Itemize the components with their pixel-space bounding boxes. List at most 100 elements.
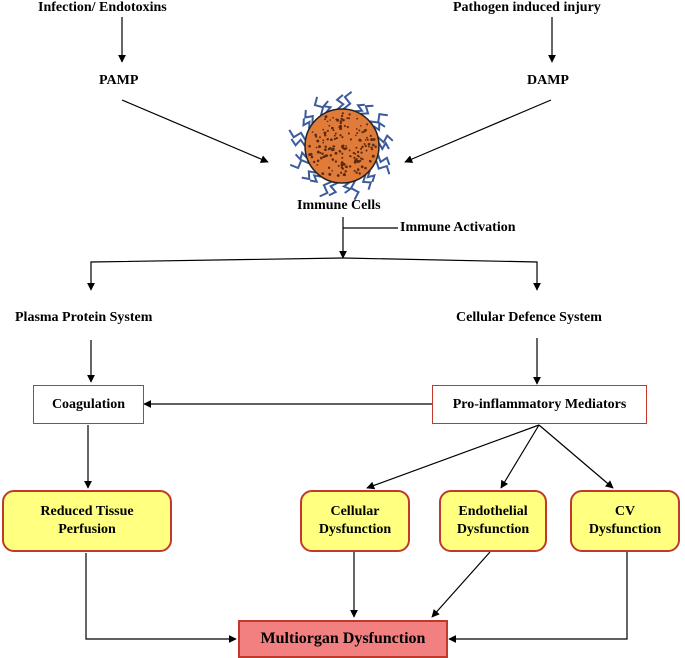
cell-speckle <box>358 172 361 175</box>
cell-speckle <box>332 145 335 148</box>
cell-speckle <box>360 165 364 169</box>
cell-speckle <box>338 150 341 152</box>
cell-speckle <box>330 138 333 141</box>
cell-speckle <box>321 152 324 155</box>
cell-speckle <box>354 158 357 162</box>
cell-speckle <box>341 152 344 155</box>
cell-speckle <box>366 136 368 139</box>
immune-cell-illustration <box>288 91 394 201</box>
cell-speckle <box>374 145 377 149</box>
cellular-dysfunction-label: Dysfunction <box>318 522 392 537</box>
cell-speckle <box>308 153 312 157</box>
cell-speckle <box>361 145 364 149</box>
cell-speckle <box>310 152 313 155</box>
cell-speckle <box>326 120 329 123</box>
cell-speckle <box>310 155 314 159</box>
cell-speckle <box>364 166 367 170</box>
receptor-zigzag <box>355 103 365 113</box>
arrow-cv-dysfunction-to-multiorgan <box>448 552 628 643</box>
cell-speckle <box>353 169 356 172</box>
arrow-pamp-to-immune-cell <box>121 99 269 163</box>
receptor-zigzag <box>377 154 391 166</box>
cell-speckle <box>342 144 345 147</box>
cell-speckle <box>371 154 375 158</box>
cell-speckle <box>363 143 366 145</box>
receptor-zigzag <box>342 91 353 110</box>
receptor-zigzag <box>341 181 353 194</box>
cell-speckle <box>355 171 358 174</box>
cell-speckle <box>359 159 362 162</box>
cell-speckle <box>340 114 344 118</box>
cell-speckle <box>349 165 352 168</box>
cell-speckle <box>315 146 318 149</box>
cell-speckle <box>319 136 321 139</box>
receptor-zigzag <box>366 170 376 183</box>
cell-speckle <box>364 128 367 132</box>
cell-speckle <box>341 136 344 139</box>
cell-speckle <box>339 134 342 137</box>
cell-speckle <box>356 117 359 120</box>
cell-speckle <box>334 151 338 155</box>
cell-speckle <box>318 145 321 148</box>
cell-speckle <box>331 147 335 151</box>
cell-speckle <box>337 164 340 167</box>
receptor-zigzag <box>288 129 307 141</box>
cell-speckle <box>316 139 320 143</box>
cell-speckle <box>349 155 352 158</box>
receptor-zigzag <box>369 112 388 124</box>
cell-speckle <box>347 132 350 135</box>
cv-label: CV <box>614 504 636 519</box>
receptor-zigzag <box>321 100 333 114</box>
cv-dysfunction-label: Dysfunction <box>588 522 662 537</box>
cell-speckle <box>331 169 334 172</box>
cell-speckle <box>348 149 351 152</box>
cell-speckle <box>345 145 347 147</box>
multiorgan-dysfunction-box: Multiorgan Dysfunction <box>238 620 448 658</box>
cell-speckle <box>321 172 325 175</box>
cell-speckle <box>364 144 367 148</box>
cell-speckle <box>339 120 343 123</box>
cell-speckle <box>339 124 343 128</box>
cell-speckle <box>340 166 344 169</box>
cell-speckle <box>326 138 329 141</box>
plasma-protein-system-label: Plasma Protein System <box>15 310 153 325</box>
cv-dysfunction-box: CV Dysfunction <box>570 490 680 552</box>
cell-speckle <box>369 134 372 137</box>
pamp-label: PAMP <box>99 73 139 88</box>
cell-speckle <box>328 172 332 176</box>
cell-speckle <box>355 146 358 149</box>
cell-speckle <box>340 171 343 174</box>
cell-speckle <box>336 174 340 177</box>
infection-endotoxins-label: Infection/ Endotoxins <box>38 0 167 15</box>
cell-speckle <box>364 139 367 141</box>
cell-speckle <box>343 147 346 151</box>
cell-speckle <box>312 160 316 164</box>
multiorgan-dysfunction-label: Multiorgan Dysfunction <box>260 630 426 647</box>
cellular-dysfunction-box: Cellular Dysfunction <box>300 490 410 552</box>
receptor-zigzag <box>378 140 390 152</box>
cell-speckle <box>355 134 357 137</box>
cell-speckle <box>352 151 355 155</box>
immune-activation-label: Immune Activation <box>400 220 516 235</box>
cell-speckle <box>358 138 362 142</box>
cell-speckle <box>366 138 369 141</box>
cell-speckle <box>332 116 334 119</box>
cell-speckle <box>344 170 347 173</box>
cell-speckle <box>329 119 331 121</box>
receptor-zigzag <box>313 96 325 116</box>
receptor-zigzag <box>335 94 345 110</box>
cell-speckle <box>324 131 327 134</box>
cell-speckle <box>328 124 331 127</box>
cell-speckle <box>349 138 352 141</box>
receptor-zigzag <box>319 180 333 198</box>
cell-speckle <box>329 154 333 157</box>
cell-speckle <box>316 164 319 166</box>
endothelial-dysfunction-box: Endothelial Dysfunction <box>439 490 547 552</box>
cell-speckle <box>368 143 371 146</box>
cell-speckle <box>343 163 346 166</box>
receptor-zigzag <box>349 180 360 201</box>
cell-speckle <box>339 121 342 125</box>
cell-speckle <box>356 132 359 135</box>
cell-speckle <box>316 159 320 162</box>
cell-speckle <box>340 163 344 167</box>
